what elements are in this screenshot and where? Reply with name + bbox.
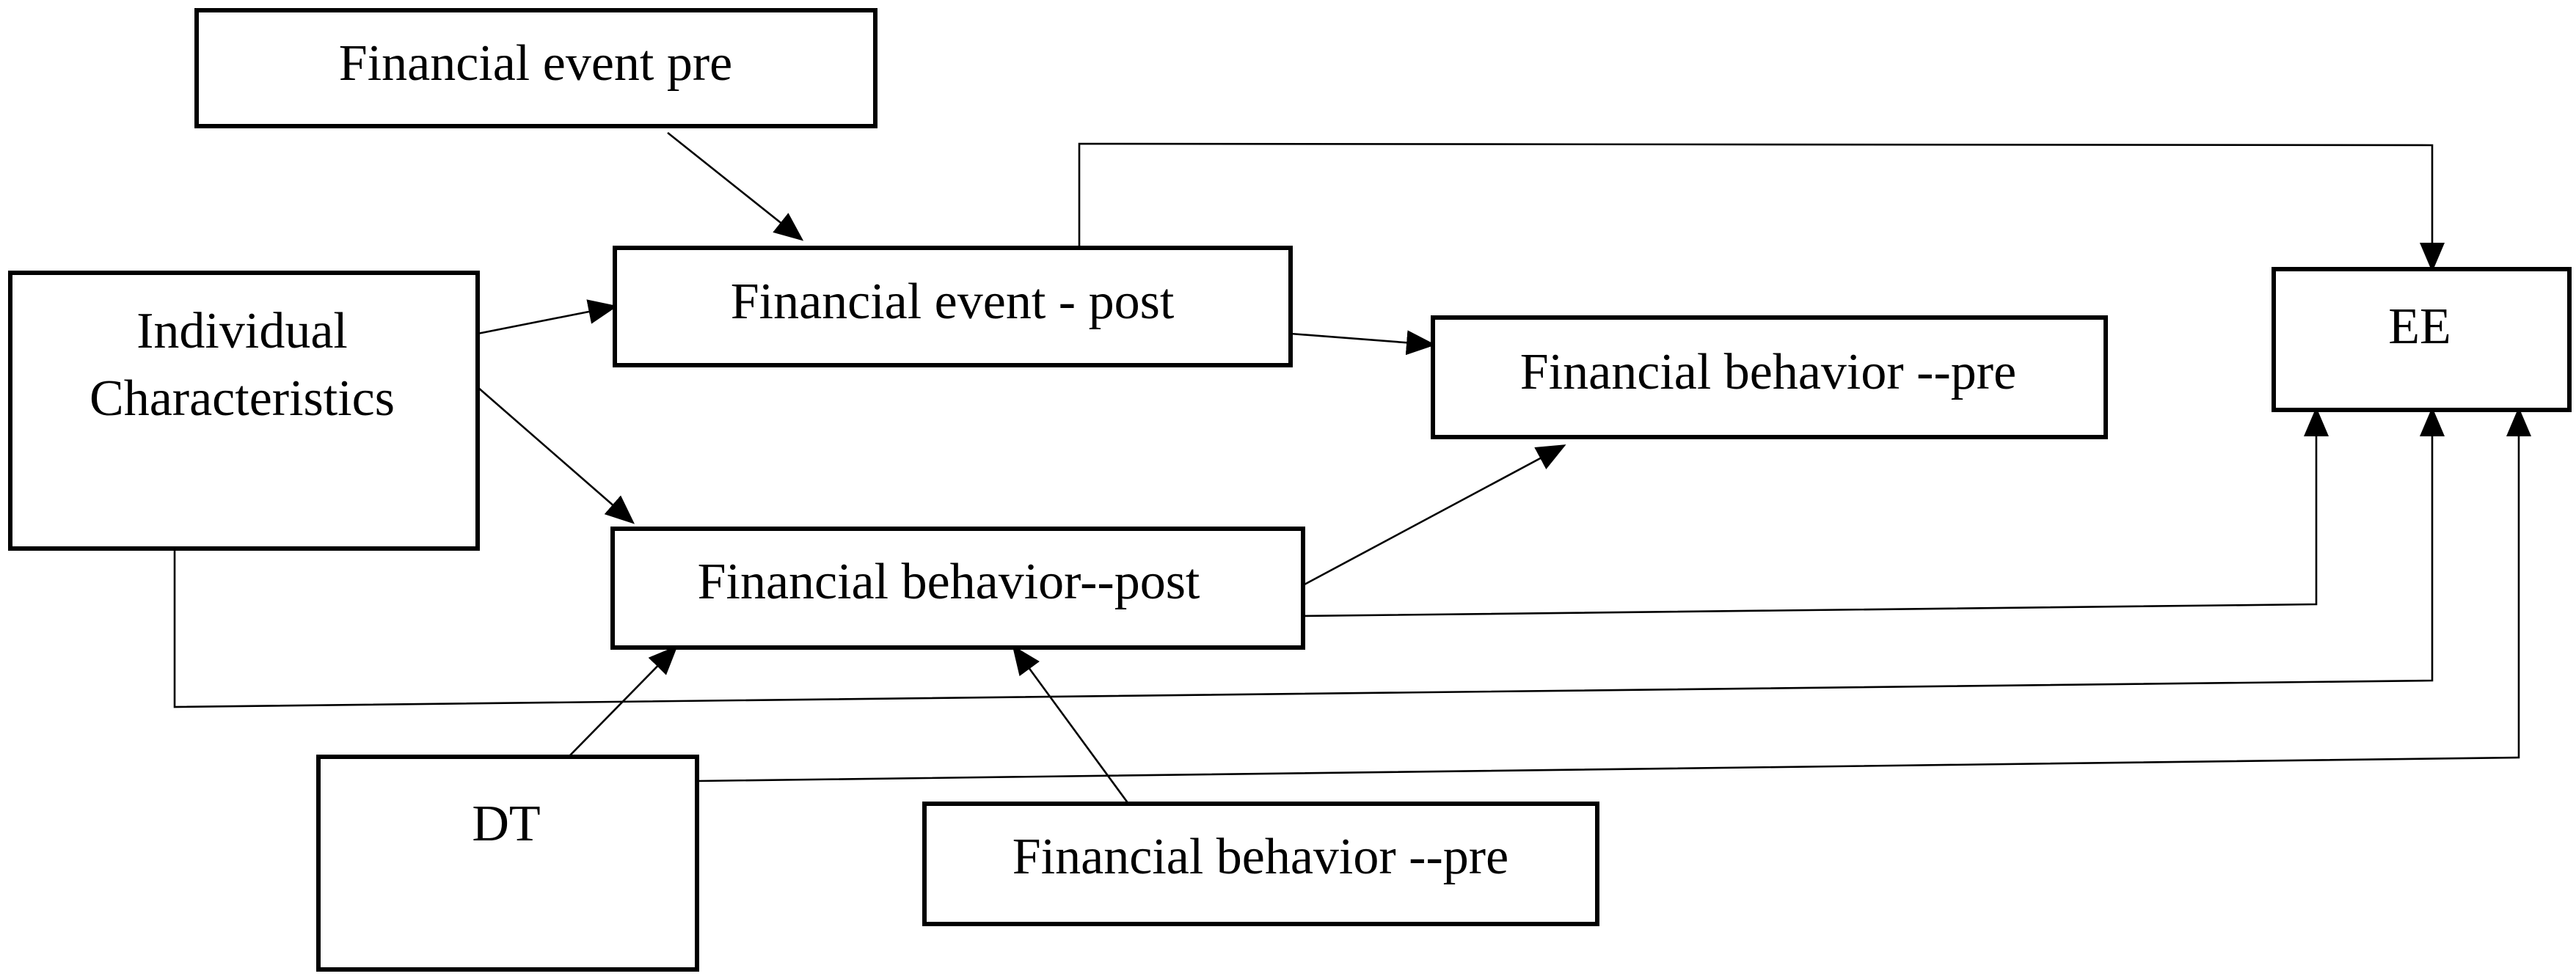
node-label: Financial behavior--post bbox=[698, 554, 1200, 610]
arrow-individual-to-ee bbox=[173, 407, 2445, 708]
node-box bbox=[316, 755, 699, 972]
node-box bbox=[922, 802, 1599, 926]
arrow-event-post-to-ee bbox=[1078, 142, 2445, 272]
node-dt: DT bbox=[316, 755, 699, 972]
node-box bbox=[610, 527, 1305, 650]
node-box bbox=[8, 271, 480, 551]
arrow-dt-to-ee bbox=[696, 407, 2531, 782]
arrow-individual-to-behavior-post bbox=[477, 386, 635, 524]
node-box bbox=[613, 246, 1293, 367]
node-financial-event-pre: Financial event pre bbox=[194, 8, 877, 128]
node-individual-characteristics: Individual Characteristics bbox=[8, 271, 480, 551]
arrow-event-pre-to-event-post bbox=[667, 131, 804, 241]
node-ee: EE bbox=[2272, 267, 2572, 412]
node-label-line2: Characteristics bbox=[90, 370, 395, 427]
node-label: Financial event - post bbox=[731, 274, 1175, 330]
node-box bbox=[1431, 315, 2108, 439]
node-financial-event-post: Financial event - post bbox=[613, 246, 1293, 367]
arrow-event-post-to-behavior-pre-upper bbox=[1290, 330, 1436, 356]
node-label: Financial event pre bbox=[339, 35, 732, 92]
connectors bbox=[173, 131, 2531, 804]
node-label: Financial behavior --pre bbox=[1012, 829, 1508, 885]
arrow-individual-to-event-post bbox=[477, 299, 618, 335]
arrow-behavior-post-to-ee bbox=[1302, 407, 2329, 617]
arrow-dt-to-behavior-post bbox=[568, 645, 678, 758]
arrow-behavior-post-to-behavior-pre-upper bbox=[1302, 444, 1566, 587]
node-box bbox=[2272, 267, 2572, 412]
node-label: Financial behavior --pre bbox=[1520, 344, 2016, 400]
node-box bbox=[194, 8, 877, 128]
node-label: DT bbox=[472, 796, 540, 852]
node-label: EE bbox=[2388, 298, 2451, 355]
arrow-behavior-pre-lower-to-behavior-post bbox=[1012, 645, 1130, 804]
node-financial-behavior-pre-upper: Financial behavior --pre bbox=[1431, 315, 2108, 439]
node-financial-behavior-pre-lower: Financial behavior --pre bbox=[922, 802, 1599, 926]
node-label-line1: Individual bbox=[136, 303, 348, 359]
node-financial-behavior-post: Financial behavior--post bbox=[610, 527, 1305, 650]
